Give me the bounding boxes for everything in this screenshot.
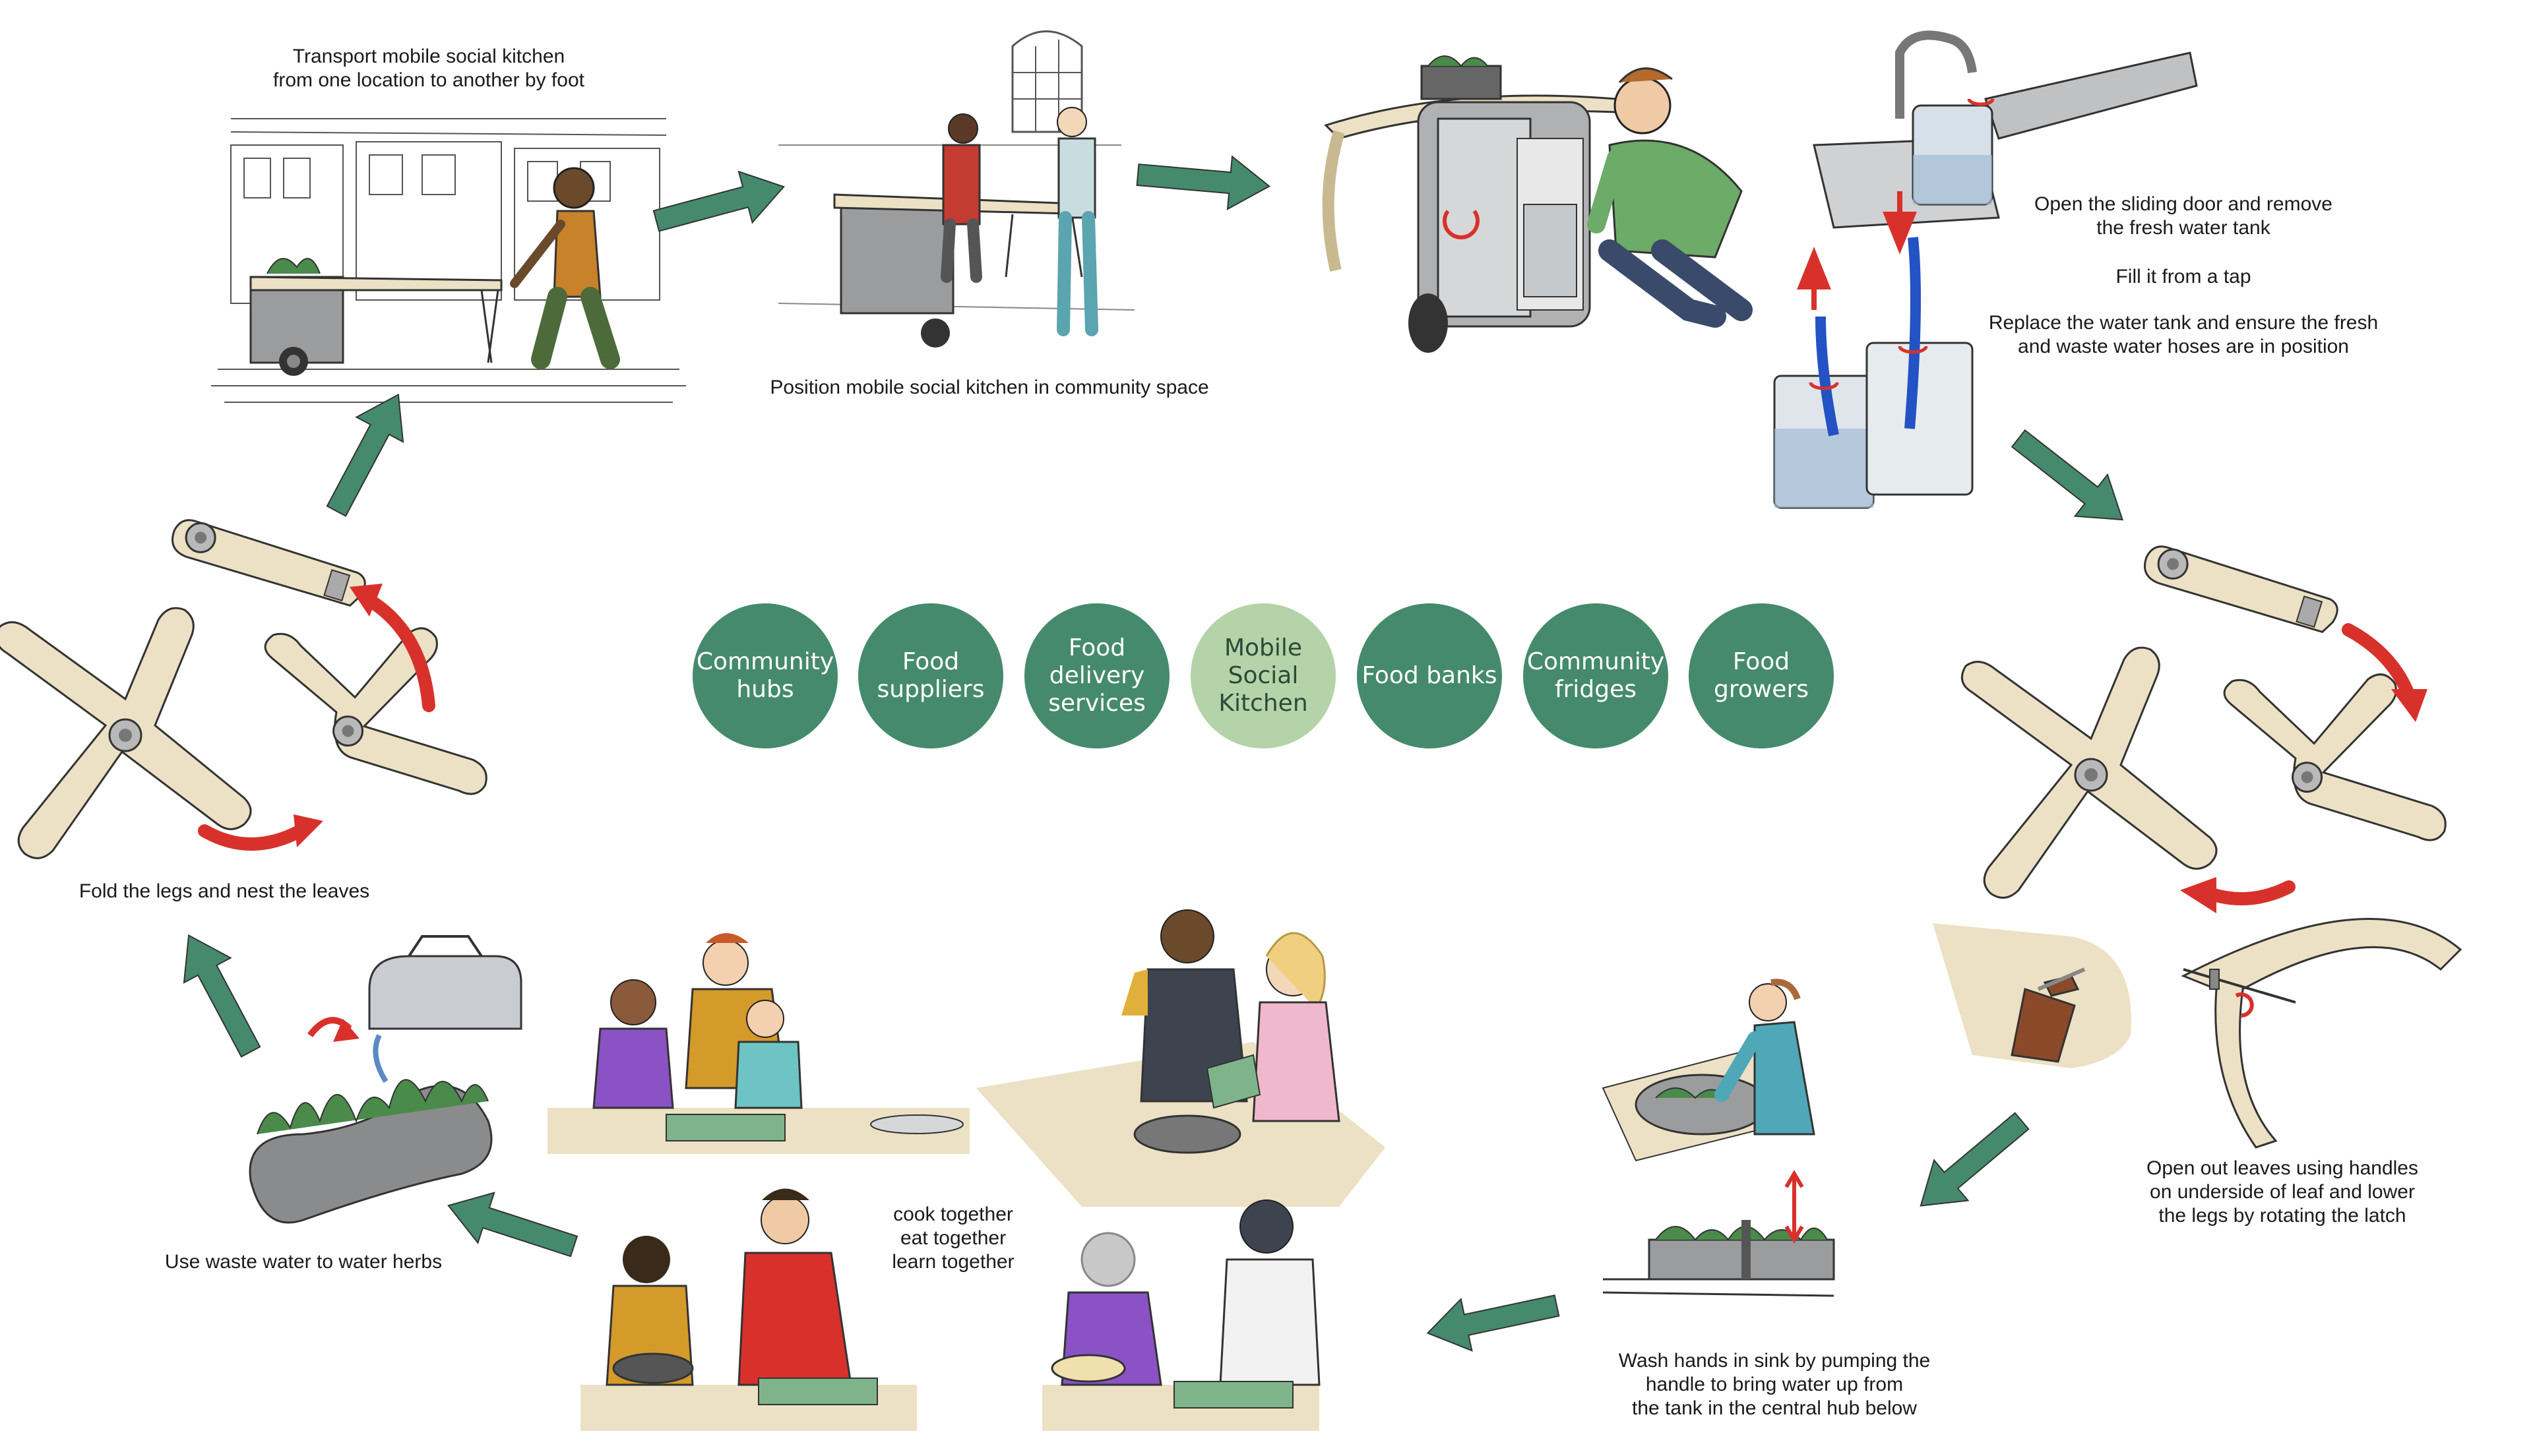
hub-community-hubs: Community hubs [693,603,838,748]
hub-mobile-social-kitchen: Mobile Social Kitchen [1191,603,1336,748]
flow-arrow-green [183,155,2124,1352]
caption-fill: Fill it from a tap [2115,266,2251,288]
caption-wash: Wash hands in sink by pumping the handle… [1618,1350,1931,1419]
caption-replace: Replace the water tank and ensure the fr… [1988,312,2379,357]
hub-community-fridges: Community fridges [1523,603,1668,748]
scene-open-leaves-illustration [1933,918,2462,1149]
leaf-state-right-straight [2141,545,2340,634]
scene-wash-hands-illustration [1602,979,1835,1297]
caption-position: Position mobile social kitchen in commun… [770,377,1209,398]
caption-fold: Fold the legs and nest the leaves [78,880,370,902]
fold-arrowhead-red [294,584,2427,913]
hub-food-growers: Food growers [1689,603,1834,748]
scene-community-space-illustration [778,30,1135,348]
scene-water-herbs-illustration [249,935,522,1224]
scene-open-cabinet-illustration [1322,55,1753,353]
leaf-state-left-y [0,607,252,859]
leaf-state-left-straight [169,518,368,607]
hub-food-suppliers: Food suppliers [858,603,1003,748]
caption-waste-water: Use waste water to water herbs [164,1251,443,1273]
hub-food-banks: Food banks [1357,603,1502,748]
caption-transport: Transport mobile social kitchen from one… [273,46,584,91]
caption-open-door: Open the sliding door and remove the fre… [2034,193,2332,239]
leaf-state-left-v [263,616,489,812]
leaf-state-right-y [1960,646,2218,899]
caption-open-leaves: Open out leaves using handles on undersi… [2146,1157,2418,1227]
caption-cook: cook together eat together learn togethe… [892,1203,1015,1273]
fold-arrow-red [198,593,2414,905]
hub-food-delivery-services: Food delivery services [1024,603,1170,748]
scene-water-tank-illustration [1773,30,2198,509]
scene-street-transport-illustration [211,118,686,403]
scene-cooking-together-illustration [547,909,1385,1431]
